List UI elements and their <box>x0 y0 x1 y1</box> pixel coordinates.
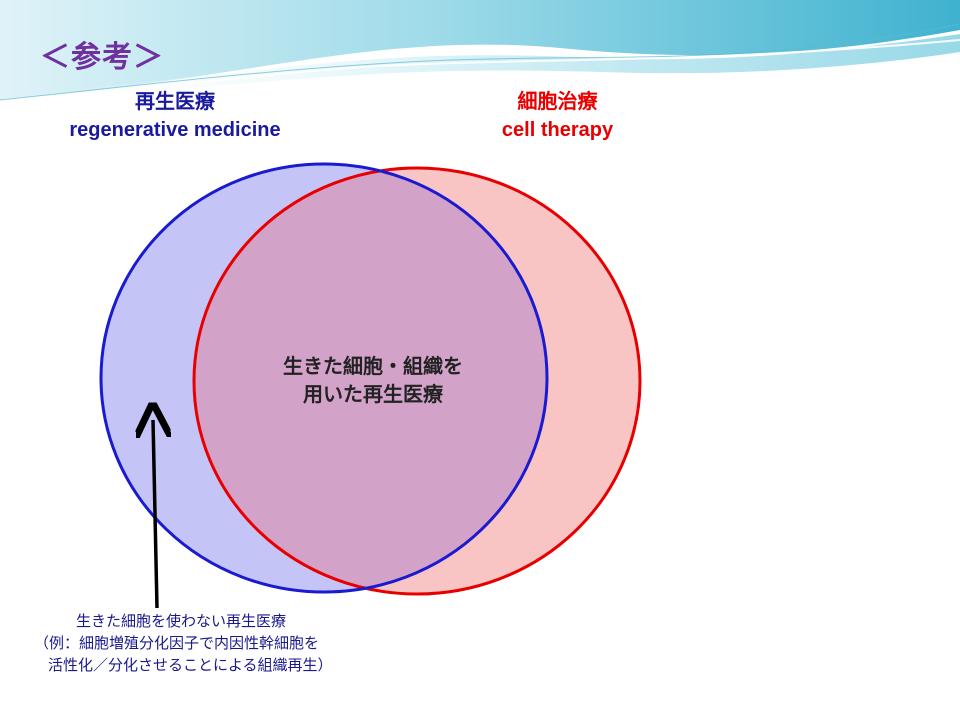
regenerative-medicine-en: regenerative medicine <box>69 119 281 141</box>
cell-therapy-en: cell therapy <box>501 119 614 141</box>
non-cell-regenerative-note: 生きた細胞を使わない再生医療 （例：細胞増殖分化因子で内因性幹細胞を 活性化／分… <box>30 610 430 676</box>
cell-therapy-label: 細胞治療 cell therapy <box>460 88 655 144</box>
wave-header-decoration <box>0 0 960 107</box>
intersection-label: 生きた細胞・組織を 用いた再生医療 <box>258 352 488 408</box>
note-line-2: （例：細胞増殖分化因子で内因性幹細胞を <box>34 634 320 652</box>
note-line-3: 活性化／分化させることによる組織再生） <box>48 656 333 674</box>
slide-title: ＜参考＞ <box>40 40 164 75</box>
pointer-arrow <box>153 420 157 609</box>
regenerative-medicine-ja: 再生医療 <box>135 91 215 113</box>
regenerative-medicine-label: 再生医療 regenerative medicine <box>40 88 310 144</box>
note-line-1: 生きた細胞を使わない再生医療 <box>76 612 287 630</box>
intersection-line-1: 生きた細胞・組織を <box>283 354 463 378</box>
regenerative-medicine-outline <box>99 162 549 594</box>
intersection-line-2: 用いた再生医療 <box>303 382 443 406</box>
cell-therapy-ja: 細胞治療 <box>517 91 598 113</box>
cell-therapy-outline <box>192 166 642 596</box>
